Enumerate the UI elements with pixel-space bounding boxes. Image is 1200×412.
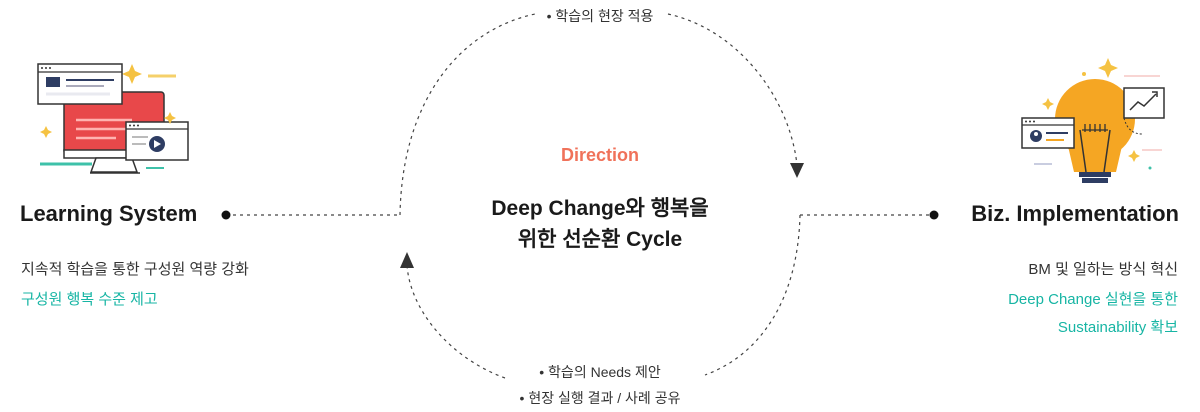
left-connector-dot [221, 210, 231, 220]
cycle-arc-top-right [667, 13, 798, 166]
cycle-bottom-item: • 학습의 Needs 제안 [539, 364, 661, 380]
arrow-head-left [400, 252, 414, 268]
cycle-bottom-item: • 현장 실행 결과 / 사례 공유 [519, 390, 681, 406]
cycle-top-item: • 학습의 현장 적용 [546, 8, 654, 24]
left-description: 지속적 학습을 통한 구성원 역량 강화 [21, 261, 249, 278]
arrow-head-right [790, 163, 804, 178]
left-title: Learning System [20, 201, 198, 226]
right-connector-dot [929, 210, 939, 220]
right-accent-line1: Deep Change 실현을 통한 [1008, 291, 1178, 308]
learning-screens-icon [37, 63, 189, 174]
left-accent-text: 구성원 행복 수준 제고 [21, 291, 158, 308]
center-title: Deep Change와 행복을 위한 선순환 Cycle [400, 193, 800, 255]
cycle-arc-bottom-right [704, 214, 801, 376]
center-title-line2: 위한 선순환 Cycle [517, 228, 683, 251]
right-title: Biz. Implementation [971, 201, 1179, 226]
right-accent-line2: Sustainability 확보 [1057, 319, 1178, 336]
direction-label: Direction [560, 145, 639, 165]
cycle-arc-bottom-left [406, 264, 506, 379]
right-description: BM 및 일하는 방식 혁신 [1028, 261, 1178, 278]
lightbulb-chart-icon [1021, 58, 1165, 183]
cycle-arc-top-left [399, 13, 536, 216]
center-title-line1: Deep Change와 행복을 [491, 197, 709, 220]
